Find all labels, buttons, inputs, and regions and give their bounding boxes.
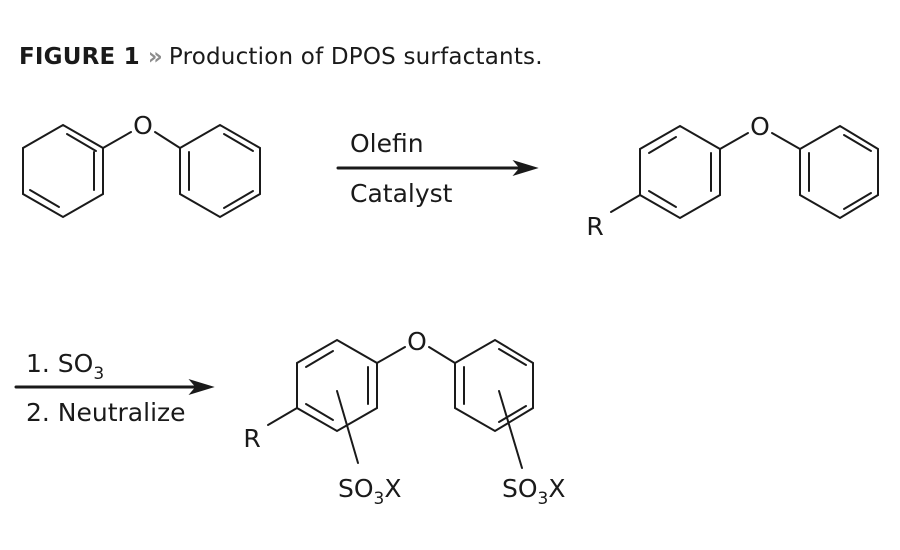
double-bond bbox=[66, 133, 97, 152]
double-bond bbox=[305, 403, 334, 421]
sulfonate-bond-right bbox=[498, 390, 523, 469]
sulfonate-bond-left bbox=[336, 390, 359, 464]
double-bond bbox=[498, 405, 527, 423]
double-bond bbox=[843, 134, 872, 152]
r-bond bbox=[267, 407, 298, 426]
figure-title: Production of DPOS surfactants. bbox=[168, 44, 543, 70]
oxygen-atom: O bbox=[750, 112, 770, 141]
benzene-ring-right bbox=[179, 123, 261, 219]
double-bond bbox=[498, 348, 527, 366]
figure-label: FIGURE 1 bbox=[19, 44, 140, 70]
arrow-1-reagent: Olefin bbox=[350, 129, 424, 158]
r-group-label: R bbox=[586, 212, 603, 241]
arrow-2-step-2: 2. Neutralize bbox=[26, 398, 186, 427]
subscript: 3 bbox=[93, 364, 104, 384]
ether-bond bbox=[102, 131, 132, 149]
figure-caption: FIGURE 1 »Production of DPOS surfactants. bbox=[19, 44, 543, 70]
product-alkylated-diphenyl-ether: R O bbox=[586, 112, 879, 241]
group-suffix: X bbox=[548, 474, 565, 503]
r-bond bbox=[610, 194, 641, 213]
ether-bond bbox=[428, 346, 456, 364]
double-bond bbox=[648, 190, 677, 208]
benzene-ring-left bbox=[296, 338, 378, 433]
ether-bond bbox=[154, 131, 181, 149]
ether-bond bbox=[376, 346, 406, 364]
double-bond bbox=[305, 350, 334, 368]
step-1-text: 1. SO bbox=[26, 349, 93, 378]
oxygen-atom: O bbox=[407, 327, 427, 356]
ether-bond bbox=[771, 132, 801, 150]
reaction-arrow-2: 1. SO3 2. Neutralize bbox=[14, 349, 215, 427]
double-bond bbox=[843, 192, 872, 210]
ether-bond bbox=[719, 132, 749, 150]
reaction-arrow-1: Olefin Catalyst bbox=[336, 129, 539, 208]
benzene-ring-right bbox=[799, 124, 879, 220]
caption-separator: » bbox=[147, 44, 163, 70]
oxygen-atom: O bbox=[133, 111, 153, 140]
benzene-ring-right bbox=[454, 338, 534, 433]
sulfonate-group-left: SO3X bbox=[338, 474, 402, 509]
double-bond bbox=[223, 190, 254, 209]
group-main: SO bbox=[502, 474, 538, 503]
arrow-2-step-1: 1. SO3 bbox=[26, 349, 104, 384]
double-bond bbox=[223, 133, 254, 152]
group-suffix: X bbox=[384, 474, 401, 503]
sulfonate-group-right: SO3X bbox=[502, 474, 566, 509]
arrow-1-condition: Catalyst bbox=[350, 179, 453, 208]
product-dpos-surfactant: R O SO3X SO3X bbox=[243, 327, 565, 509]
benzene-ring-left bbox=[22, 123, 104, 219]
group-main: SO bbox=[338, 474, 374, 503]
benzene-ring-left bbox=[639, 124, 721, 220]
double-bond bbox=[648, 136, 677, 154]
reactant-diphenyl-ether: O bbox=[22, 111, 261, 219]
subscript: 3 bbox=[374, 489, 385, 509]
subscript: 3 bbox=[538, 489, 549, 509]
r-group-label: R bbox=[243, 424, 260, 453]
double-bond bbox=[29, 189, 60, 208]
